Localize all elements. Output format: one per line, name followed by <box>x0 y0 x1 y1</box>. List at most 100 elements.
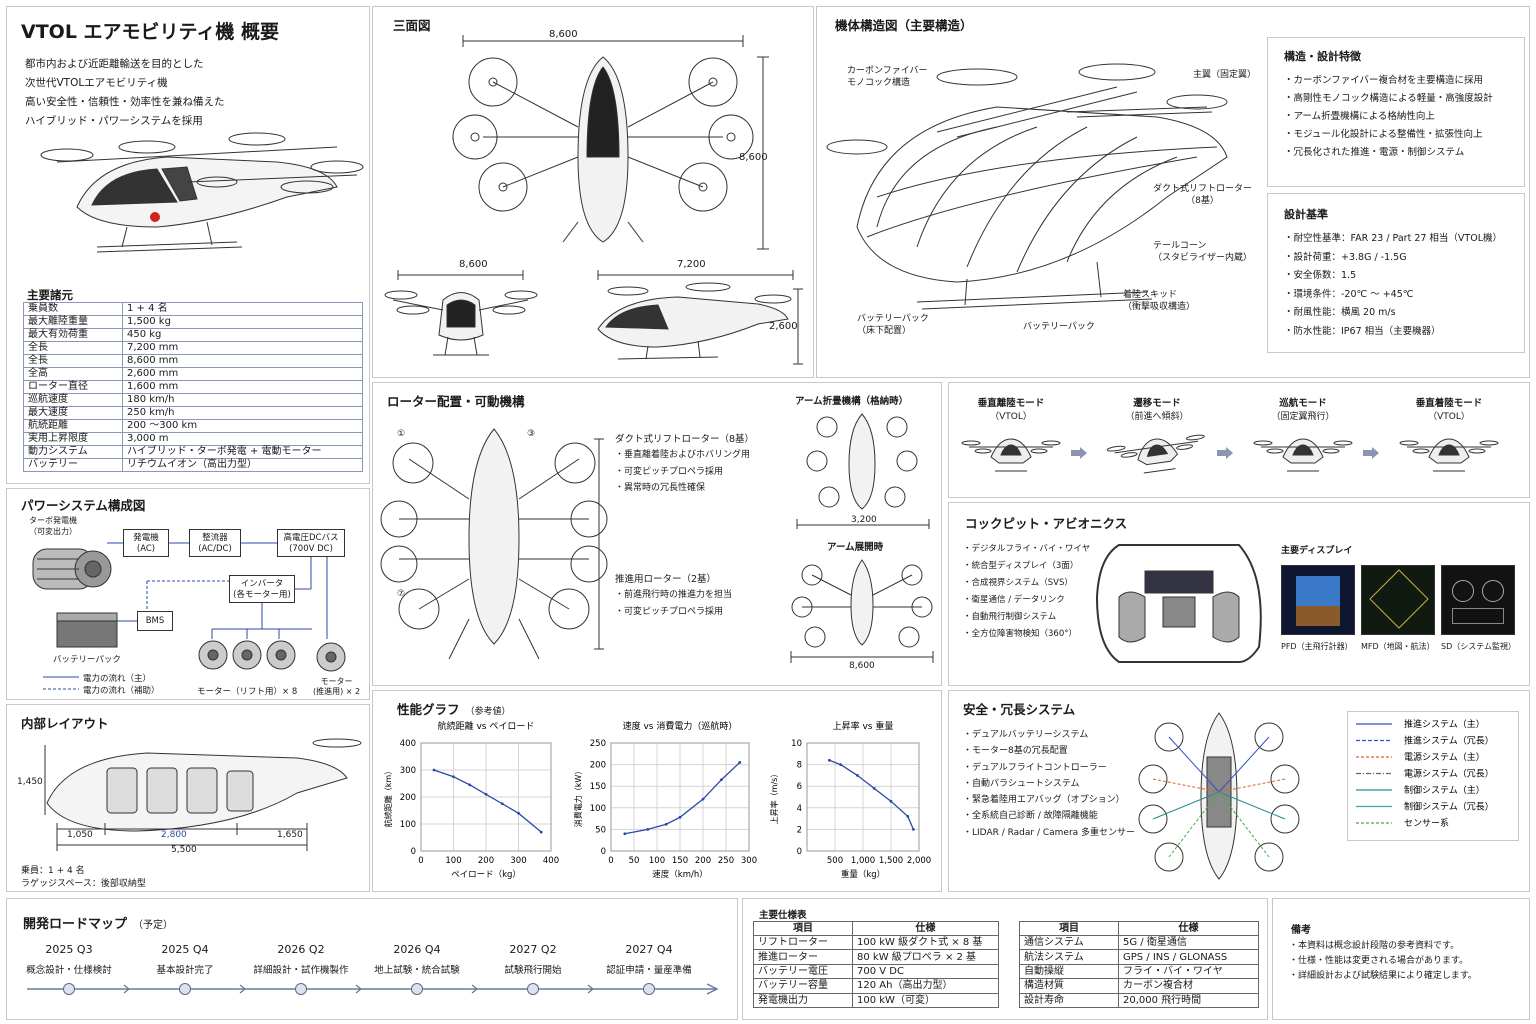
folded-drawing <box>796 413 930 529</box>
spec-key: 最大離陸重量 <box>23 315 123 329</box>
label-line: (AC) <box>136 544 156 554</box>
spec-value: 8,600 mm <box>122 354 363 368</box>
battery-label: バッテリーパック <box>53 655 121 665</box>
legend-label: 推進システム（主） <box>1404 718 1485 730</box>
roadmap-quarter: 2027 Q2 <box>509 943 557 956</box>
layout-dimensions <box>44 745 308 851</box>
cockpit-list: ・デジタルフライ・バイ・ワイヤ・統合型ディスプレイ（3面）・合成視界システム（S… <box>963 541 1090 643</box>
safety-title: 安全・冗長システム <box>963 702 1076 717</box>
display-title: 主要ディスプレイ <box>1281 546 1353 556</box>
safety-legend-box: 推進システム（主）推進システム（冗長）電源システム（主）電源システム（冗長）制御… <box>1347 711 1519 841</box>
cockpit-interior-drawing <box>1095 544 1262 663</box>
ducted-item: ・異常時の冗長性確保 <box>615 483 706 493</box>
x-tick-label: 150 <box>672 856 688 866</box>
spec-table-value: 120 Ah（高出力型） <box>852 978 999 994</box>
rotor-marker-7: ⑦ <box>397 589 406 599</box>
data-point <box>517 811 520 815</box>
legend-label: センサー系 <box>1404 818 1449 829</box>
generator-box: 発電機 (AC) <box>123 529 169 557</box>
roadmap-quarter: 2026 Q2 <box>277 943 325 956</box>
roadmap-title-note: （予定） <box>133 920 174 931</box>
feature-item: ・カーボンファイバー複合材を主要構造に採用 <box>1284 75 1484 86</box>
unfold-title: アーム展開時 <box>827 542 884 553</box>
rotor-marker-1: ① <box>397 429 406 439</box>
mfd-map <box>1369 569 1429 629</box>
spec-table-key: 設計寿命 <box>1019 992 1119 1008</box>
roadmap-node <box>295 983 307 995</box>
spec-table-key: リフトローター <box>753 934 853 951</box>
chart-title: 速度 vs 消費電力（巡航時） <box>623 720 738 732</box>
desc-line: 都市内および近距離輸送を目的とした <box>25 58 204 70</box>
roadmap-node <box>643 983 655 995</box>
push-item: ・前進飛行時の推進力を担当 <box>615 590 733 600</box>
roadmap-axis <box>27 983 719 995</box>
spec-value: 250 km/h <box>122 406 363 420</box>
data-point <box>738 761 742 764</box>
pfd-ground <box>1296 606 1340 626</box>
y-tick-label: 0 <box>601 847 606 857</box>
notes-panel: 備考 ・本資料は概念設計段階の参考資料です。・仕様・性能は変更される場合がありま… <box>1272 898 1530 1020</box>
spec-key: 全長 <box>23 341 123 355</box>
label-line: モーター <box>320 677 353 686</box>
data-point <box>468 783 472 787</box>
data-point <box>856 774 859 777</box>
x-axis-label: ペイロード（kg） <box>451 869 521 880</box>
roadmap-title-text: 開発ロードマップ <box>23 917 128 932</box>
roadmap-chevron-icon <box>471 984 479 994</box>
spec-table-row: 自動操縦フライ・バイ・ワイヤ <box>1019 963 1259 980</box>
safety-list: ・デュアルバッテリーシステム・モーター8基の冗長配置・デュアルフライトコントロー… <box>963 727 1135 841</box>
y-tick-label: 0 <box>411 847 416 857</box>
spec-table-key: 発電機出力 <box>753 992 853 1008</box>
side-view-length-dim: 7,200 <box>677 259 706 270</box>
data-point <box>839 763 842 766</box>
features-title: 構造・設計特徴 <box>1284 50 1361 63</box>
modes-panel: 垂直離陸モード（VTOL）遷移モード（前進へ傾斜）巡航モード（固定翼飛行）垂直着… <box>948 382 1530 498</box>
y-tick-label: 50 <box>595 825 606 835</box>
layout-note-crew: 乗員：1 + 4 名 <box>21 866 85 876</box>
x-tick-label: 300 <box>741 856 757 866</box>
layout-panel: 内部レイアウト 1,450 1,050 2,800 1,650 5,500 乗員… <box>6 704 370 892</box>
notes-title: 備考 <box>1291 925 1311 936</box>
spec-value: 3,000 m <box>122 432 363 446</box>
spec-table-value: 20,000 飛行時間 <box>1118 992 1259 1008</box>
spec-table-value: 100 kW（可変） <box>852 992 999 1008</box>
spec-key: 全高 <box>23 367 123 381</box>
plot-frame <box>610 742 750 852</box>
y-axis-label: 消費電力（kW） <box>573 767 583 828</box>
label-line: ダクト式リフトローター <box>1153 184 1253 194</box>
roadmap-node <box>63 983 75 995</box>
chart-title: 航続距離 vs ペイロード <box>438 720 535 732</box>
feature-item: ・モジュール化設計による整備性・拡張性向上 <box>1284 129 1483 140</box>
layout-note-luggage: ラゲッジスペース：後部収納型 <box>21 879 146 889</box>
push-motor-icon <box>316 642 346 672</box>
layout-dim-3: 1,650 <box>277 830 303 840</box>
spec-table-value: 700 V DC <box>852 963 999 980</box>
side-view-drawing <box>597 270 803 365</box>
cockpit-title: コックピット・アビオニクス <box>965 516 1128 531</box>
features-box: 構造・設計特徴 ・カーボンファイバー複合材を主要構造に採用・高剛性モノコック構造… <box>1267 37 1525 187</box>
spec-key: 全長 <box>23 354 123 368</box>
turbo-label: ターボ発電機 （可変出力） <box>29 515 77 537</box>
label-line: バッテリーパック <box>857 314 929 324</box>
safety-item: ・デュアルバッテリーシステム <box>963 730 1089 740</box>
label-line: (推進用) × 2 <box>313 687 361 696</box>
mode-sub: （VTOL） <box>1428 412 1470 422</box>
plot-frame <box>420 742 552 852</box>
roadmap-node <box>527 983 539 995</box>
label-skid: 着陸スキッド （衝撃吸収構造） <box>1123 289 1195 313</box>
y-tick-label: 250 <box>590 739 606 749</box>
roadmap-chevron-icon <box>123 984 131 994</box>
dc-bus-box: 高電圧DCバス (700V DC) <box>277 529 345 557</box>
criteria-item: ・耐風性能：横風 20 m/s <box>1284 307 1396 318</box>
spec-table-value: GPS / INS / GLONASS <box>1118 949 1259 965</box>
criteria-item: ・安全係数：1.5 <box>1284 270 1357 281</box>
y-tick-label: 200 <box>590 761 606 771</box>
